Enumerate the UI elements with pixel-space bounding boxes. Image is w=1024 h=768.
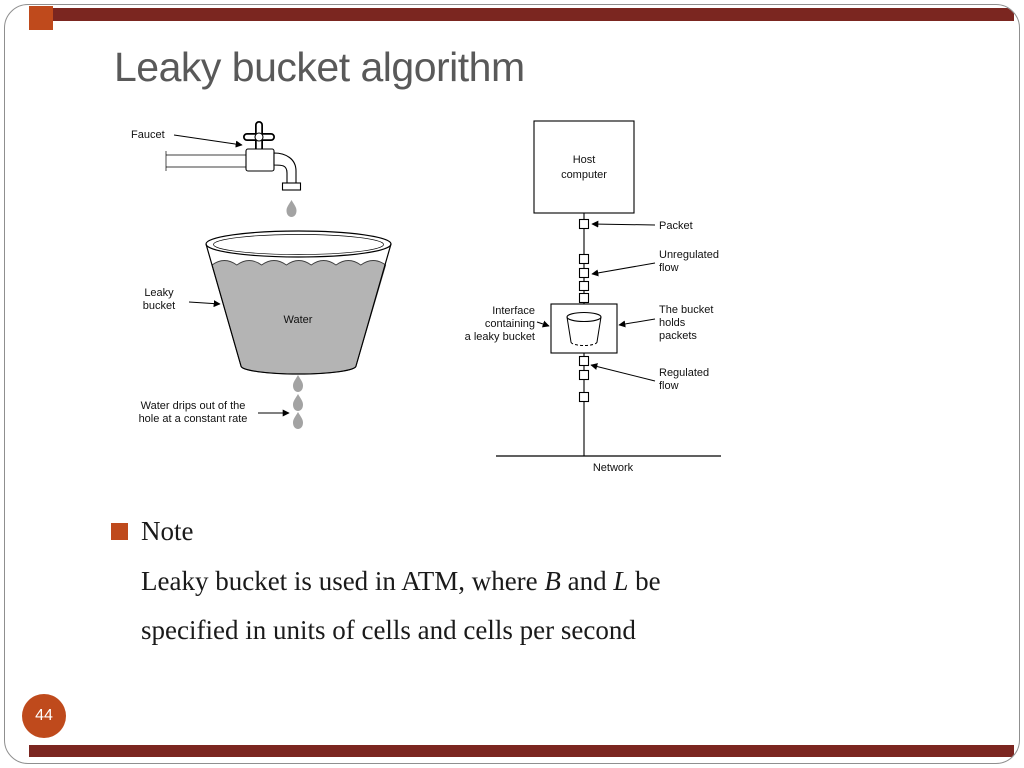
water-label: Water: [284, 314, 313, 326]
note-text-line: Leaky bucket is used in ATM, where B and…: [141, 557, 871, 606]
drip-label: hole at a constant rate: [139, 413, 248, 425]
packet-square: [578, 280, 590, 292]
water-drop-icon: [293, 375, 303, 392]
host-label: computer: [561, 169, 607, 181]
unregulated-flow-label: Unregulated: [659, 249, 719, 261]
packet-square: [578, 369, 590, 381]
note-text-segment: be: [628, 566, 661, 596]
packet-square: [578, 355, 590, 367]
host-computer-box: Host computer: [533, 120, 635, 214]
packet-square: [578, 292, 590, 304]
interface-box: [550, 303, 618, 354]
regulated-flow-arrow: [590, 363, 656, 382]
note-var-L: L: [613, 566, 629, 596]
faucet-icon: [165, 121, 302, 191]
water-drop-icon: [286, 200, 297, 217]
leaky-bucket-label: Leaky: [144, 287, 174, 299]
faucet-label: Faucet: [131, 129, 165, 141]
top-bar-decoration: [29, 8, 1014, 21]
slide-title: Leaky bucket algorithm: [114, 44, 525, 90]
drip-label: Water drips out of the: [141, 400, 246, 412]
regulated-flow-label: flow: [659, 380, 679, 392]
water-drop-icon: [293, 412, 303, 429]
water-drop-icon: [293, 394, 303, 411]
leaky-bucket-arrow: [188, 300, 221, 308]
packet-square: [578, 253, 590, 265]
network-interface-diagram: Host computer Packet Unregu: [465, 120, 721, 474]
valve-handle-icon: [243, 121, 275, 153]
packet-square: [578, 391, 590, 403]
network-label: Network: [593, 462, 634, 474]
interface-label: Interface: [492, 305, 535, 317]
note-text-segment: Leaky bucket is used in ATM, where: [141, 566, 545, 596]
presentation-slide: Leaky bucket algorithm: [4, 4, 1020, 764]
note-text-segment: and: [560, 566, 614, 596]
regulated-flow-label: Regulated: [659, 367, 709, 379]
packet-arrow: [591, 220, 656, 228]
leaky-bucket-label: bucket: [143, 300, 175, 312]
slide-number: 44: [35, 707, 53, 724]
note-heading: Note: [141, 516, 194, 546]
interface-label: a leaky bucket: [465, 331, 535, 343]
bucket-holds-label: The bucket: [659, 304, 713, 316]
packet-square: [578, 267, 590, 279]
corner-accent-square: [29, 6, 53, 30]
bottom-bar-decoration: [29, 745, 1014, 757]
faucet-arrow: [173, 134, 243, 148]
note-bullet-square: [111, 523, 128, 540]
note-block: Note Leaky bucket is used in ATM, where …: [111, 516, 871, 655]
faucet-bucket-diagram: Water Faucet Leaky bucket Water drips ou…: [131, 121, 392, 429]
packet-square: [578, 218, 590, 230]
note-text-line: specified in units of cells and cells pe…: [141, 615, 636, 645]
bucket-holds-label: packets: [659, 330, 697, 342]
slide-number-badge: 44: [22, 694, 66, 738]
interface-label: containing: [485, 318, 535, 330]
packet-label: Packet: [659, 220, 693, 232]
host-label: Host: [573, 154, 596, 166]
unregulated-flow-label: flow: [659, 262, 679, 274]
bucket-holds-label: holds: [659, 317, 686, 329]
note-var-B: B: [544, 566, 561, 596]
bucket-holds-arrow: [618, 318, 656, 328]
bucket-icon: [205, 230, 392, 375]
small-bucket-icon: [566, 311, 602, 323]
interface-arrow: [536, 320, 550, 328]
unregulated-flow-arrow: [591, 262, 656, 277]
